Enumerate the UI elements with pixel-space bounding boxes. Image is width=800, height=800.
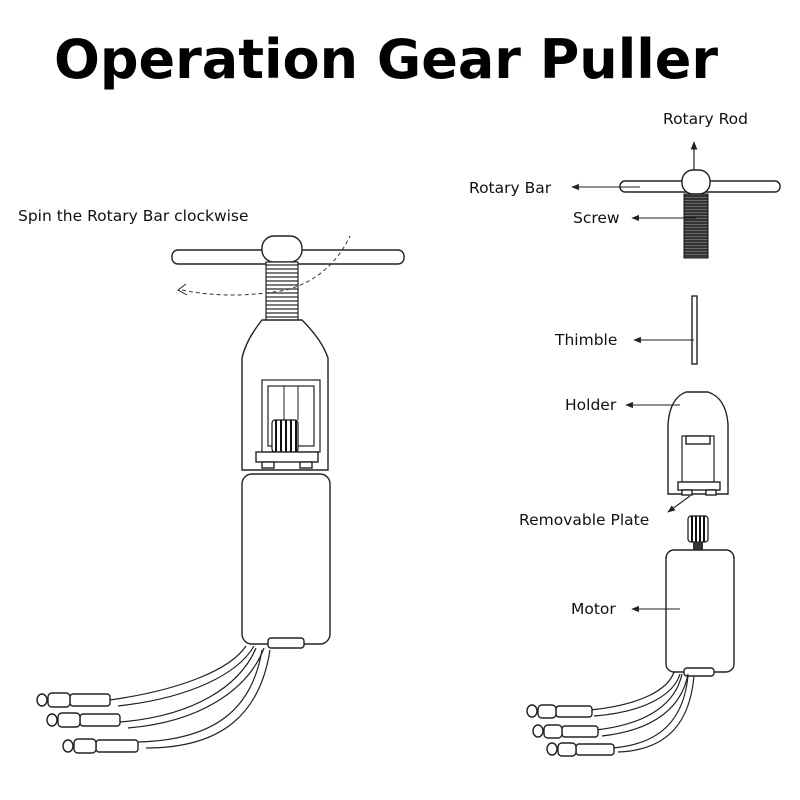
label-motor: Motor	[571, 600, 616, 618]
label-holder: Holder	[565, 396, 617, 414]
thimble-part	[691, 295, 698, 365]
instruction-text: Spin the Rotary Bar clockwise	[18, 207, 249, 225]
removable-plate-part	[677, 481, 721, 491]
rotary-head-part	[681, 169, 711, 195]
rotary-head-assembled	[261, 235, 303, 263]
motor-part	[665, 549, 735, 673]
plate-assembled	[255, 451, 319, 463]
rotation-arc	[181, 235, 351, 296]
assembled-puller: Spin the Rotary Bar clockwise	[18, 207, 405, 754]
arrow-removable-plate	[667, 495, 691, 513]
rotation-arrowhead	[177, 283, 188, 296]
motor-wires-part	[526, 671, 695, 757]
label-rotary-bar: Rotary Bar	[469, 179, 552, 197]
motor-wires-assembled	[36, 645, 271, 754]
screw-part	[683, 193, 709, 259]
label-removable-plate: Removable Plate	[519, 511, 649, 529]
motor-assembled	[241, 473, 331, 645]
page-title: Operation Gear Puller	[54, 28, 718, 91]
pinion-gear-part	[687, 515, 709, 550]
pinion-gear-assembled	[271, 419, 299, 453]
exploded-view: Rotary Rod Rotary Bar Screw Thimble Hold…	[469, 110, 781, 757]
holder-assembled	[241, 319, 329, 471]
label-screw: Screw	[573, 209, 620, 227]
label-rotary-rod: Rotary Rod	[663, 110, 748, 128]
label-thimble: Thimble	[554, 331, 617, 349]
screw-assembled	[265, 261, 299, 323]
